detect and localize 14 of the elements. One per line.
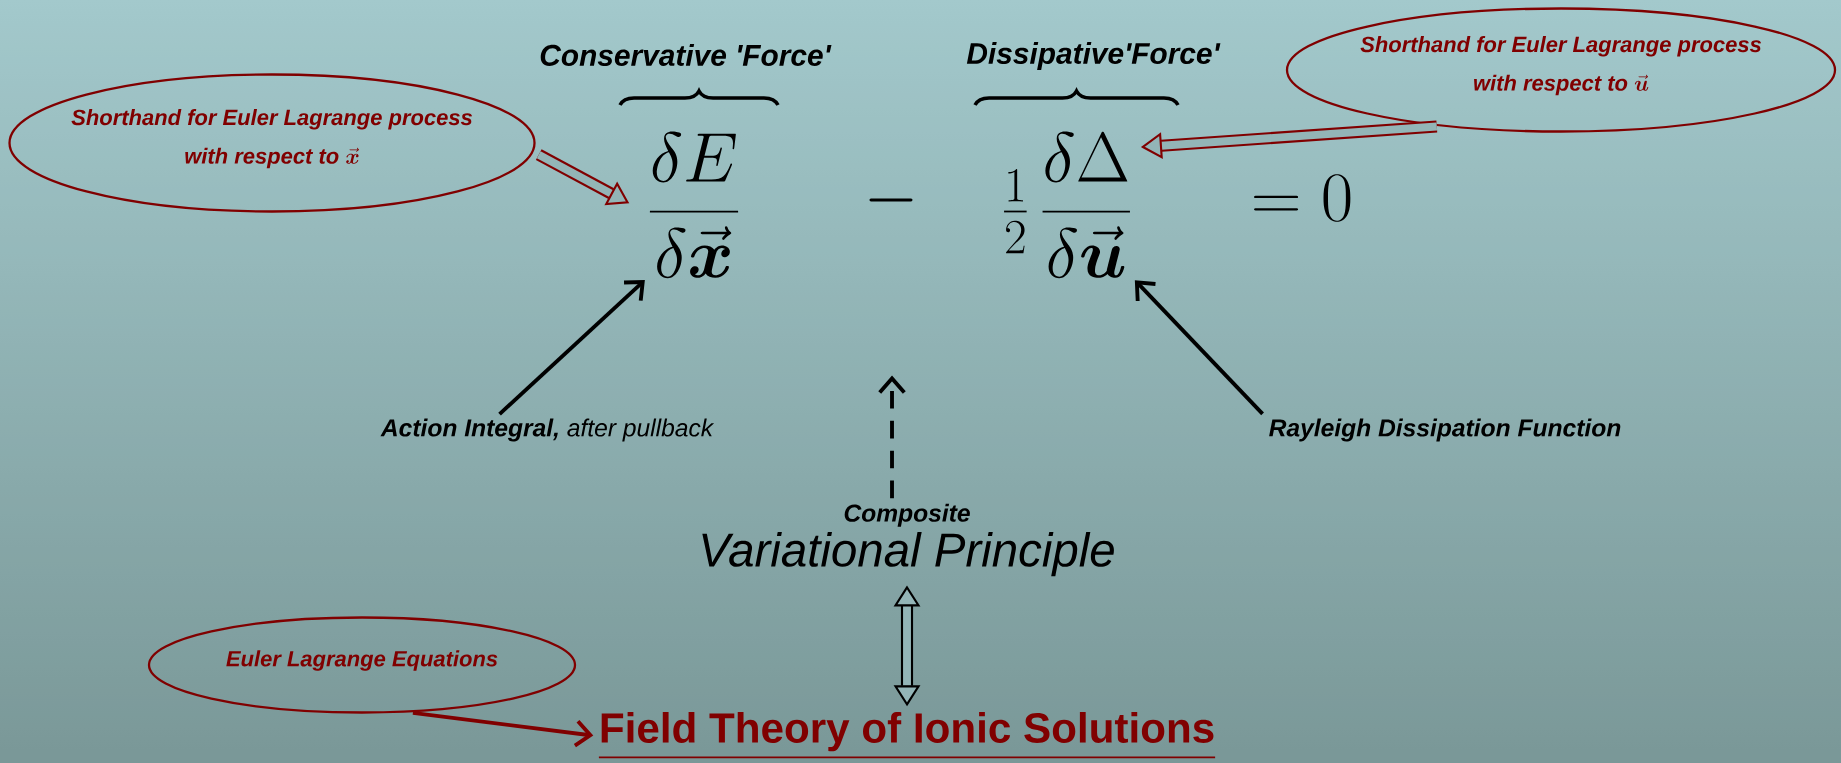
brace-label: Dissipative'Force' (966, 42, 1221, 70)
text-label: Action Integral, after pullback (380, 418, 715, 442)
fraction: $\tfrac{1}{2}\,\frac{\delta\Delta}{\delta\vec{\boldsymbol{u}}}$ (1004, 131, 1130, 279)
fraction: $\frac{\delta E}{\delta\vec{\boldsymbol{x}}}$ (649, 131, 739, 279)
principle-text: Composite Variational Principle (702, 503, 1114, 577)
title-text: Field Theory of Ionic Solutions (598, 712, 1216, 759)
brace-label: Conservative 'Force' (540, 44, 832, 66)
arrow (1134, 280, 1264, 416)
arrow (412, 710, 594, 748)
arrow (498, 280, 645, 416)
text-label: Rayleigh Dissipation Function (1269, 418, 1621, 442)
equation-symbol: $-$ (869, 198, 913, 202)
arrow (878, 375, 906, 499)
equation-symbol: $=0$ (1254, 174, 1351, 222)
